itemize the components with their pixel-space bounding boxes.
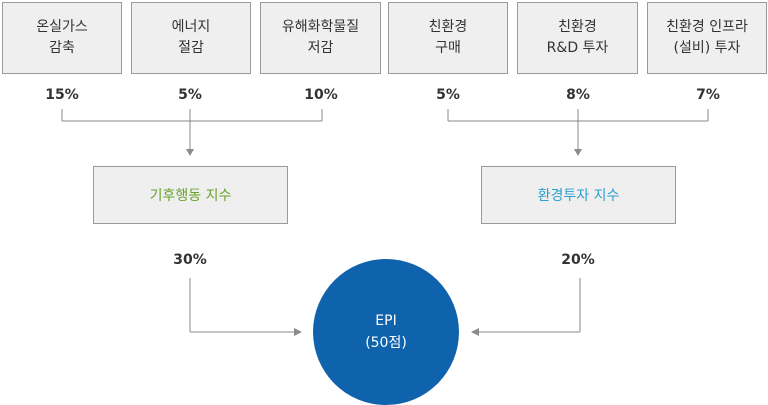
index-weight-label: 30% bbox=[173, 252, 207, 268]
input-box-energy-saving: 에너지 절감 bbox=[131, 2, 251, 74]
weight-label: 8% bbox=[566, 87, 590, 103]
input-box-green-purchasing: 친환경 구매 bbox=[388, 2, 508, 74]
environmental-investment-index-label: 환경투자 지수 bbox=[537, 188, 620, 204]
weight-label: 5% bbox=[436, 87, 460, 103]
input-box-green-rnd-investment: 친환경 R&D 투자 bbox=[517, 2, 638, 74]
epi-score: (50점) bbox=[365, 335, 407, 351]
arrowhead bbox=[186, 149, 194, 156]
arrowhead bbox=[471, 328, 479, 336]
input-box-hazardous-chemical-reduction: 유해화학물질 저감 bbox=[260, 2, 381, 74]
epi-result-circle: EPI (50점) bbox=[313, 259, 459, 405]
weight-label: 10% bbox=[304, 87, 338, 103]
epi-title: EPI bbox=[375, 313, 397, 329]
environmental-investment-index-box: 환경투자 지수 bbox=[481, 166, 676, 224]
climate-action-index-box: 기후행동 지수 bbox=[93, 166, 288, 224]
weight-label: 15% bbox=[45, 87, 79, 103]
arrowhead bbox=[574, 149, 582, 156]
weight-label: 7% bbox=[696, 87, 720, 103]
input-box-ghg-reduction: 온실가스 감축 bbox=[2, 2, 122, 74]
climate-action-index-label: 기후행동 지수 bbox=[149, 188, 232, 204]
index-weight-label: 20% bbox=[561, 252, 595, 268]
input-box-green-infrastructure-investment: 친환경 인프라 (설비) 투자 bbox=[647, 2, 767, 74]
arrowhead bbox=[294, 328, 302, 336]
weight-label: 5% bbox=[178, 87, 202, 103]
